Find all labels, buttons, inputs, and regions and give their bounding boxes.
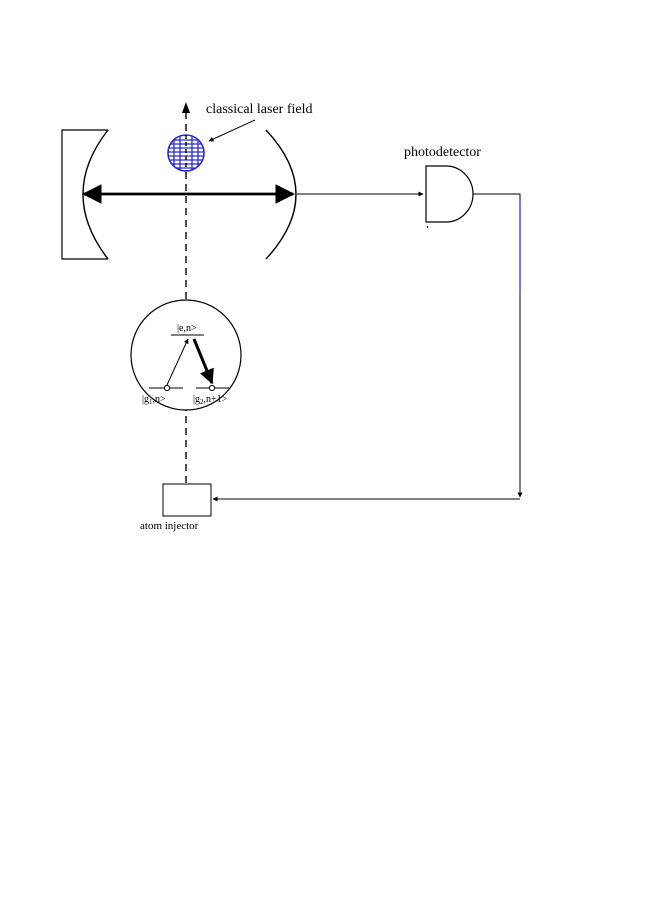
excited-state-label: |e,n>: [177, 323, 197, 334]
left-mirror-mount: [61, 129, 108, 260]
ground2-state-label: |g2,n+1>: [193, 394, 228, 406]
right-cavity-mirror: [265, 129, 297, 260]
photodetector-icon: [425, 165, 474, 223]
beam-up-arrow-icon: [182, 102, 190, 113]
laser-spot-icon: [167, 134, 205, 172]
feedback-wire-top: [473, 193, 521, 200]
laser-field-label: classical laser field: [206, 102, 313, 117]
ground1-population-dot: [163, 384, 171, 392]
detector-tick-mark: [426, 225, 429, 229]
ground2-population-dot: [208, 384, 216, 392]
laser-label-pointer: [208, 119, 256, 142]
emission-transition-arrow: [192, 338, 214, 385]
pump-transition-arrow: [166, 338, 189, 386]
atom-injector-label: atom injector: [140, 520, 199, 532]
photodetector-label: photodetector: [404, 145, 481, 160]
ground1-state-label: |g1,n>: [142, 394, 166, 406]
atom-injector-box: [162, 483, 212, 517]
